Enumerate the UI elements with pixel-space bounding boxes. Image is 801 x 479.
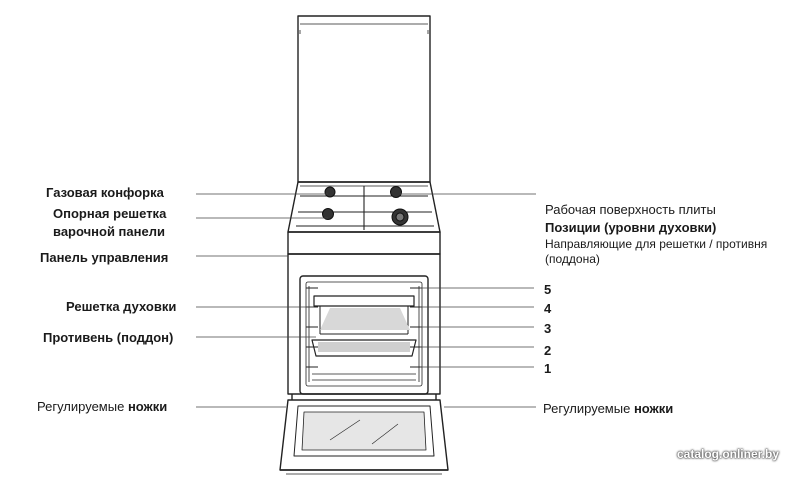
label-support-grid-line1: Опорная решетка	[53, 206, 167, 221]
level-4: 4	[544, 301, 552, 316]
label-adjustable-feet-right: Регулируемые ножки	[543, 401, 673, 417]
label-hob-surface: Рабочая поверхность плиты	[545, 202, 716, 217]
label-support-grid-line2: варочной панели	[53, 224, 165, 239]
label-guides-line1: Направляющие для решетки / противня	[545, 237, 768, 251]
level-3: 3	[544, 321, 552, 336]
label-adjustable-feet-left: Регулируемые ножки	[37, 399, 167, 415]
label-control-panel: Панель управления	[40, 250, 169, 265]
level-1: 1	[544, 361, 552, 376]
level-5: 5	[544, 282, 552, 297]
watermark: catalog.onliner.by	[676, 447, 779, 461]
label-adjustable-feet-right-prefix: Регулируемые	[543, 401, 634, 416]
label-oven-rack: Решетка духовки	[66, 299, 177, 314]
level-2: 2	[544, 343, 552, 358]
label-positions-title: Позиции (уровни духовки)	[545, 220, 717, 235]
stove-lid	[297, 15, 431, 183]
burners	[322, 186, 409, 226]
control-panel	[287, 231, 441, 255]
label-guides-line2: (поддона)	[545, 252, 600, 266]
label-adjustable-feet-right-bold: ножки	[633, 401, 674, 416]
label-adjustable-feet-left-bold: ножки	[127, 399, 168, 414]
label-adjustable-feet-left-prefix: Регулируемые	[37, 399, 128, 414]
oven-cavity	[299, 275, 429, 395]
baking-tray-drawing	[311, 339, 417, 357]
label-baking-tray: Противень (поддон)	[43, 330, 174, 345]
label-gas-burner: Газовая конфорка	[46, 185, 164, 200]
